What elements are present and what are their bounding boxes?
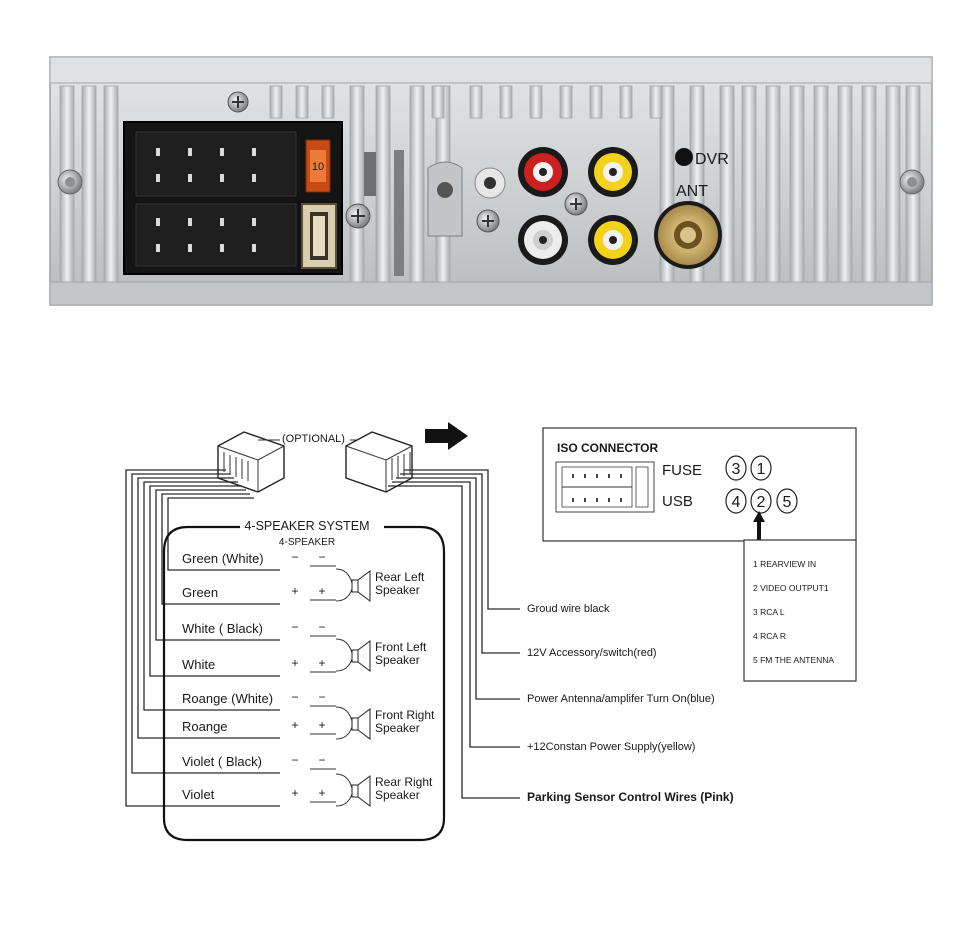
rca-jack-red [518,147,568,197]
wire-function-label: 12V Accessory/switch(red) [527,647,657,659]
plus-terminal-icon: + [318,718,325,732]
direction-arrow-icon [425,422,468,450]
wire-label: Roange [182,719,228,734]
svg-text:1: 1 [757,461,766,478]
plus-terminal-icon: + [291,656,298,670]
grey-jack [474,167,506,199]
antenna-socket-icon [654,201,722,269]
wire-label: White [182,657,215,672]
mid-screw-icon [476,209,500,233]
svg-text:3: 3 [732,461,741,478]
speaker-label: Rear Right [375,775,433,789]
wire-label: Roange (White) [182,691,273,706]
minus-terminal-icon: − [318,690,325,704]
dvr-port-icon [675,148,693,166]
optional-connector-left [217,431,285,493]
circled-number-2: 2 [750,488,772,514]
speaker-label: Speaker [375,583,420,597]
wire-label: White ( Black) [182,621,263,636]
iso-connector-title: ISO CONNECTOR [557,441,658,455]
wire-label: Violet [182,787,215,802]
speaker-label: Rear Left [375,570,425,584]
rca-jack-yellow-top [588,147,638,197]
minus-terminal-icon: − [291,690,298,704]
wire-label: Green [182,585,218,600]
bracket-screw-icon [345,203,371,229]
rca-jack-white [518,215,568,265]
fuse-icon: 10 [305,139,331,193]
ant-label: ANT [676,183,708,200]
speaker-system-title: 4-SPEAKER SYSTEM [244,519,369,533]
legend-item: 4 RCA R [753,631,786,641]
iso-connector-drawing [555,461,655,513]
fuse-label: FUSE [662,462,702,479]
circled-number-1: 1 [750,455,772,481]
legend-item: 5 FM THE ANTENNA [753,655,834,665]
heatsink-fins [59,85,921,283]
ground-post [427,161,463,237]
plus-terminal-icon: + [291,584,298,598]
dvr-label: DVR [695,151,729,168]
top-screw-icon [227,91,249,113]
circled-number-3: 3 [725,455,747,481]
pointer-arrow-icon [753,511,765,546]
svg-text:5: 5 [783,494,792,511]
speaker-system-subtitle: 4-SPEAKER [279,537,335,548]
legend-item: 2 VIDEO OUTPUT1 [753,583,829,593]
legend-item: 1 REARVIEW IN [753,559,816,569]
speaker-icon [335,638,371,672]
plus-terminal-icon: + [291,718,298,732]
minus-terminal-icon: − [318,753,325,767]
rca-screw-icon [564,192,588,216]
wiring-harness-diagram: (OPTIONAL) 4 [125,422,857,842]
iso-legend-panel: 1 REARVIEW IN 2 VIDEO OUTPUT1 3 RCA L 4 RCA… [743,539,857,682]
speaker-label: Speaker [375,788,420,802]
svg-text:2: 2 [757,494,766,511]
speaker-system-box [162,525,446,842]
wire-function-label: Power Antenna/amplifer Turn On(blue) [527,693,715,705]
circled-number-5: 5 [776,488,798,514]
speaker-label: Speaker [375,721,420,735]
wire-label: Violet ( Black) [182,754,262,769]
speaker-label: Speaker [375,653,420,667]
mounting-screw-right-icon [899,169,925,195]
wire-function-label: Parking Sensor Control Wires (Pink) [527,790,734,804]
svg-text:4: 4 [732,494,741,511]
minus-terminal-icon: − [291,550,298,564]
plus-terminal-icon: + [291,786,298,800]
radio-rear-panel: 10 [49,56,933,306]
rca-jack-yellow-bottom [588,215,638,265]
minus-terminal-icon: − [291,753,298,767]
speaker-icon [335,773,371,807]
minus-terminal-icon: − [318,550,325,564]
speaker-label: Front Right [375,708,435,722]
minus-terminal-icon: − [318,620,325,634]
legend-item: 3 RCA L [753,607,785,617]
wire-function-label: +12Constan Power Supply(yellow) [527,741,695,753]
plus-terminal-icon: + [318,656,325,670]
mounting-screw-left-icon [57,169,83,195]
iso-connector-socket: 10 [123,121,343,275]
plus-terminal-icon: + [318,584,325,598]
wire-function-label: Groud wire black [527,603,610,615]
speaker-label: Front Left [375,640,427,654]
usb-port-icon [301,203,337,269]
speaker-icon [335,706,371,740]
optional-label: (OPTIONAL) [282,433,345,445]
minus-terminal-icon: − [291,620,298,634]
right-harness-wires [388,469,520,799]
usb-label: USB [662,493,693,510]
plus-terminal-icon: + [318,786,325,800]
speaker-icon [335,568,371,602]
left-harness-wires [125,469,280,807]
fuse-rating: 10 [312,161,324,173]
wire-label: Green (White) [182,551,264,566]
optional-connector-right [345,431,413,493]
circled-number-4: 4 [725,488,747,514]
